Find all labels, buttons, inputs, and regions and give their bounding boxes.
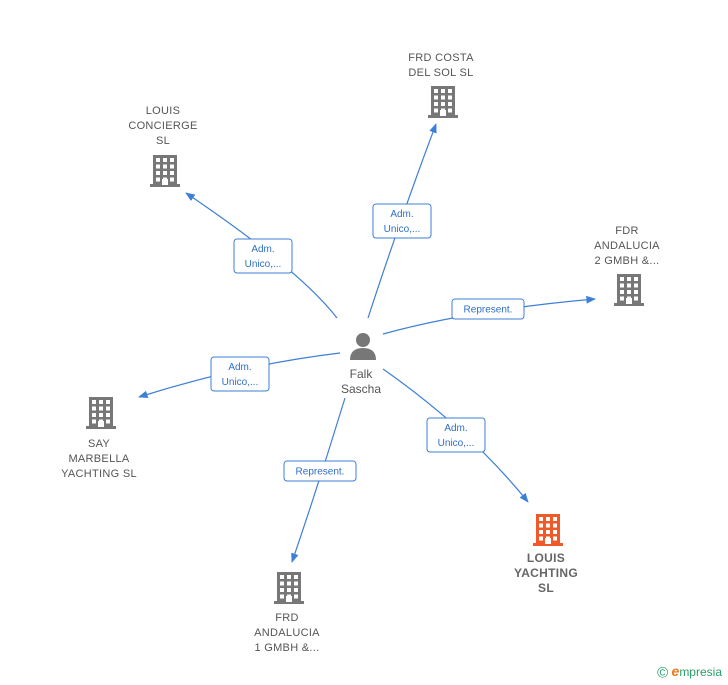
edge-label-text: Adm.	[251, 244, 274, 255]
building-icon	[274, 572, 304, 604]
company-label: 2 GMBH &...	[594, 255, 659, 267]
company-label: FDR	[615, 225, 639, 237]
edge-label-box[interactable]	[233, 238, 293, 274]
company-label: MARBELLA	[68, 453, 129, 465]
company-label: YACHTING SL	[61, 468, 137, 480]
building-icon	[428, 86, 458, 118]
edge-label-box[interactable]	[283, 460, 357, 482]
company-label: SL	[538, 581, 554, 595]
brand-initial: e	[671, 662, 680, 679]
building-icon	[533, 514, 563, 546]
edge-label-text: Adm.	[444, 423, 467, 434]
person-icon	[350, 333, 376, 360]
copyright-icon: ©	[657, 664, 669, 681]
company-node-fdr-andalucia-2[interactable]: FDR ANDALUCIA 2 GMBH &...	[594, 225, 660, 306]
building-icon	[86, 397, 116, 429]
company-label: LOUIS	[146, 105, 181, 117]
company-label: FRD COSTA	[408, 52, 474, 64]
company-node-frd-costa-del-sol[interactable]: FRD COSTA DEL SOL SL	[408, 52, 474, 118]
edge-label-text: Unico,...	[438, 438, 475, 449]
company-node-say-marbella-yachting[interactable]: SAY MARBELLA YACHTING SL	[61, 397, 137, 480]
edge-frd-andalucia-1: Represent.	[283, 397, 357, 563]
edge-label-text: Unico,...	[245, 259, 282, 270]
edges-layer: Adm. Unico,... Adm. Unico,... Represent. Adm.…	[138, 123, 596, 563]
company-label: ANDALUCIA	[254, 627, 320, 639]
person-name: Sascha	[341, 382, 381, 396]
company-label: FRD	[275, 612, 299, 624]
company-label: DEL SOL SL	[408, 67, 473, 79]
edge-label-box[interactable]	[210, 356, 270, 392]
company-label: SAY	[88, 438, 110, 450]
edge-label-box[interactable]	[451, 298, 525, 320]
edge-louis-concierge: Adm. Unico,...	[185, 192, 338, 319]
company-label: 1 GMBH &...	[254, 642, 319, 654]
edge-label-text: Represent.	[296, 467, 345, 478]
edge-frd-costa-del-sol: Adm. Unico,...	[367, 123, 437, 319]
company-label: CONCIERGE	[128, 120, 197, 132]
company-label: YACHTING	[514, 566, 578, 580]
edge-label-text: Unico,...	[222, 377, 259, 388]
company-node-frd-andalucia-1[interactable]: FRD ANDALUCIA 1 GMBH &...	[254, 572, 320, 654]
edge-label-text: Adm.	[228, 362, 251, 373]
company-label: SL	[156, 135, 170, 147]
building-icon	[614, 274, 644, 306]
company-label: LOUIS	[527, 551, 565, 565]
edge-say-marbella-yachting: Adm. Unico,...	[138, 352, 341, 399]
brand-name: mpresia	[679, 664, 722, 679]
edge-louis-yachting: Adm. Unico,...	[382, 368, 529, 503]
edge-label-text: Adm.	[390, 209, 413, 220]
edge-label-text: Represent.	[464, 305, 513, 316]
edge-fdr-andalucia-2: Represent.	[382, 295, 596, 335]
person-name: Falk	[350, 367, 374, 381]
brand-footer: © empresia	[657, 663, 722, 681]
edge-label-box[interactable]	[426, 417, 486, 453]
nodes-layer: LOUIS CONCIERGE SL FRD COSTA DEL SOL SL FDR AN…	[61, 52, 660, 654]
company-node-louis-concierge[interactable]: LOUIS CONCIERGE SL	[128, 105, 197, 187]
building-icon	[150, 155, 180, 187]
edge-label-text: Unico,...	[384, 224, 421, 235]
edge-label-box[interactable]	[372, 203, 432, 239]
company-label: ANDALUCIA	[594, 240, 660, 252]
